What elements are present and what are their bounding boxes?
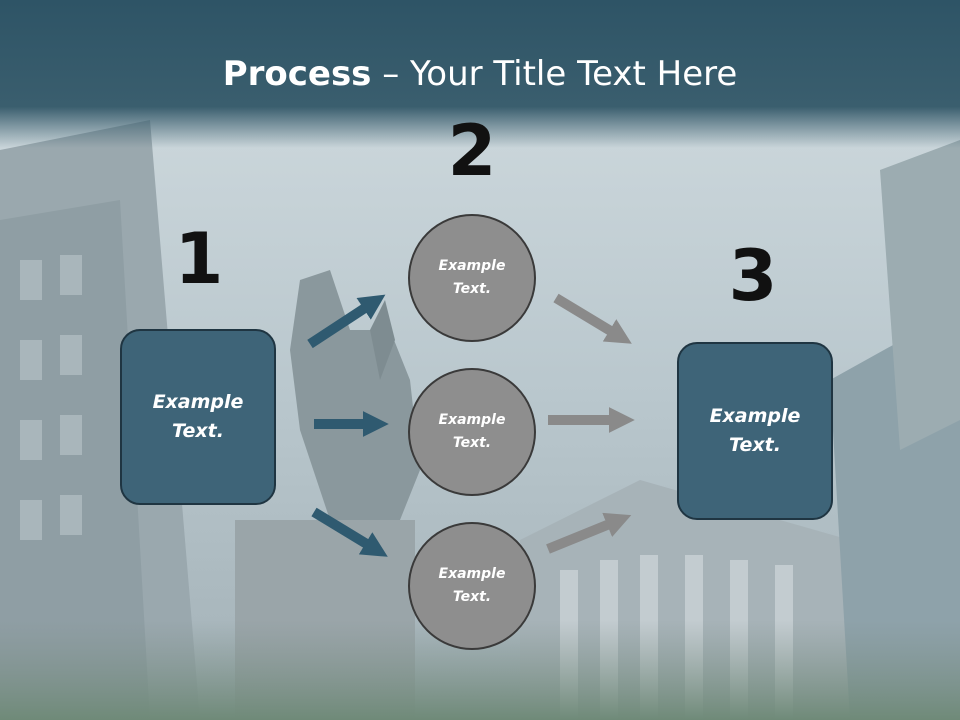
step-3-label: Example Text. [709,405,801,456]
circle-top-label: Example Text. [438,258,506,297]
slide-title: Process – Your Title Text Here [0,52,960,96]
title-rest: – Your Title Text Here [371,54,738,94]
step-3-box: Example Text. [677,342,833,520]
circle-middle-label: Example Text. [438,412,506,451]
circle-middle: Example Text. [408,368,536,496]
title-bold: Process [222,54,372,94]
circle-bottom-label: Example Text. [438,566,506,605]
step-1-box: Example Text. [120,329,276,505]
step-number-1: 1 [174,218,224,300]
step-1-label: Example Text. [152,391,244,442]
circle-top: Example Text. [408,214,536,342]
circle-bottom: Example Text. [408,522,536,650]
step-number-2: 2 [447,110,497,192]
step-number-3: 3 [728,235,778,317]
